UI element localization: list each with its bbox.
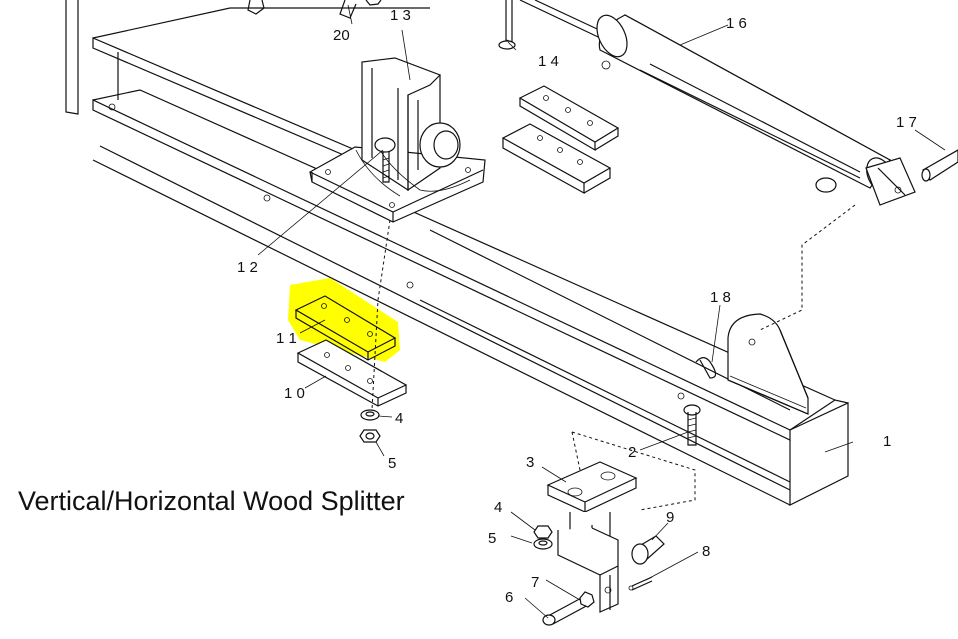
bolt-part-12 bbox=[374, 137, 396, 183]
callout-9: 9 bbox=[666, 509, 674, 526]
callout-7: 7 bbox=[531, 574, 539, 591]
callout-4-left: 4 bbox=[395, 410, 403, 427]
foot-plate-part-13 bbox=[309, 57, 486, 223]
callout-16: 1 6 bbox=[726, 15, 747, 32]
callout-4-right: 4 bbox=[494, 499, 502, 516]
pin-part-17 bbox=[921, 149, 958, 182]
callout-8: 8 bbox=[702, 543, 710, 560]
callout-5-right: 5 bbox=[488, 530, 496, 547]
bolt-part-2 bbox=[683, 404, 701, 446]
callout-labels: 1 3 20 1 4 1 6 1 7 1 2 1 1 1 0 4 5 2 1 1… bbox=[237, 7, 917, 606]
callout-5-left: 5 bbox=[388, 455, 396, 472]
bracket-part-18 bbox=[695, 313, 809, 415]
jack-stand-part-3 bbox=[546, 431, 696, 613]
callout-20: 20 bbox=[333, 27, 350, 44]
shim-plates-part-14 bbox=[501, 85, 620, 195]
callout-6: 6 bbox=[505, 589, 513, 606]
callout-3: 3 bbox=[526, 454, 534, 471]
highlight-mark bbox=[288, 278, 400, 362]
callout-11: 1 1 bbox=[276, 330, 297, 347]
beam-part-1 bbox=[65, 0, 849, 506]
callout-18: 1 8 bbox=[710, 289, 731, 306]
callout-1: 1 bbox=[883, 433, 891, 450]
callout-2: 2 bbox=[628, 444, 636, 461]
highlighted-part-11 bbox=[288, 278, 400, 362]
washer-nut-right bbox=[533, 525, 553, 550]
callout-14: 1 4 bbox=[538, 53, 559, 70]
callout-17: 1 7 bbox=[896, 114, 917, 131]
callout-10: 1 0 bbox=[284, 385, 305, 402]
nut-part-7 bbox=[579, 591, 595, 608]
washer-nut-left bbox=[359, 409, 381, 443]
plate-part-10 bbox=[296, 339, 408, 407]
callout-13: 1 3 bbox=[390, 7, 411, 24]
leader-lines bbox=[257, 4, 946, 619]
hydraulic-cylinder-part-16 bbox=[519, 0, 916, 206]
callout-12: 1 2 bbox=[237, 259, 258, 276]
diagram-title: Vertical/Horizontal Wood Splitter bbox=[18, 486, 405, 516]
top-bolts bbox=[247, 0, 516, 50]
knob-part-9 bbox=[631, 535, 665, 565]
